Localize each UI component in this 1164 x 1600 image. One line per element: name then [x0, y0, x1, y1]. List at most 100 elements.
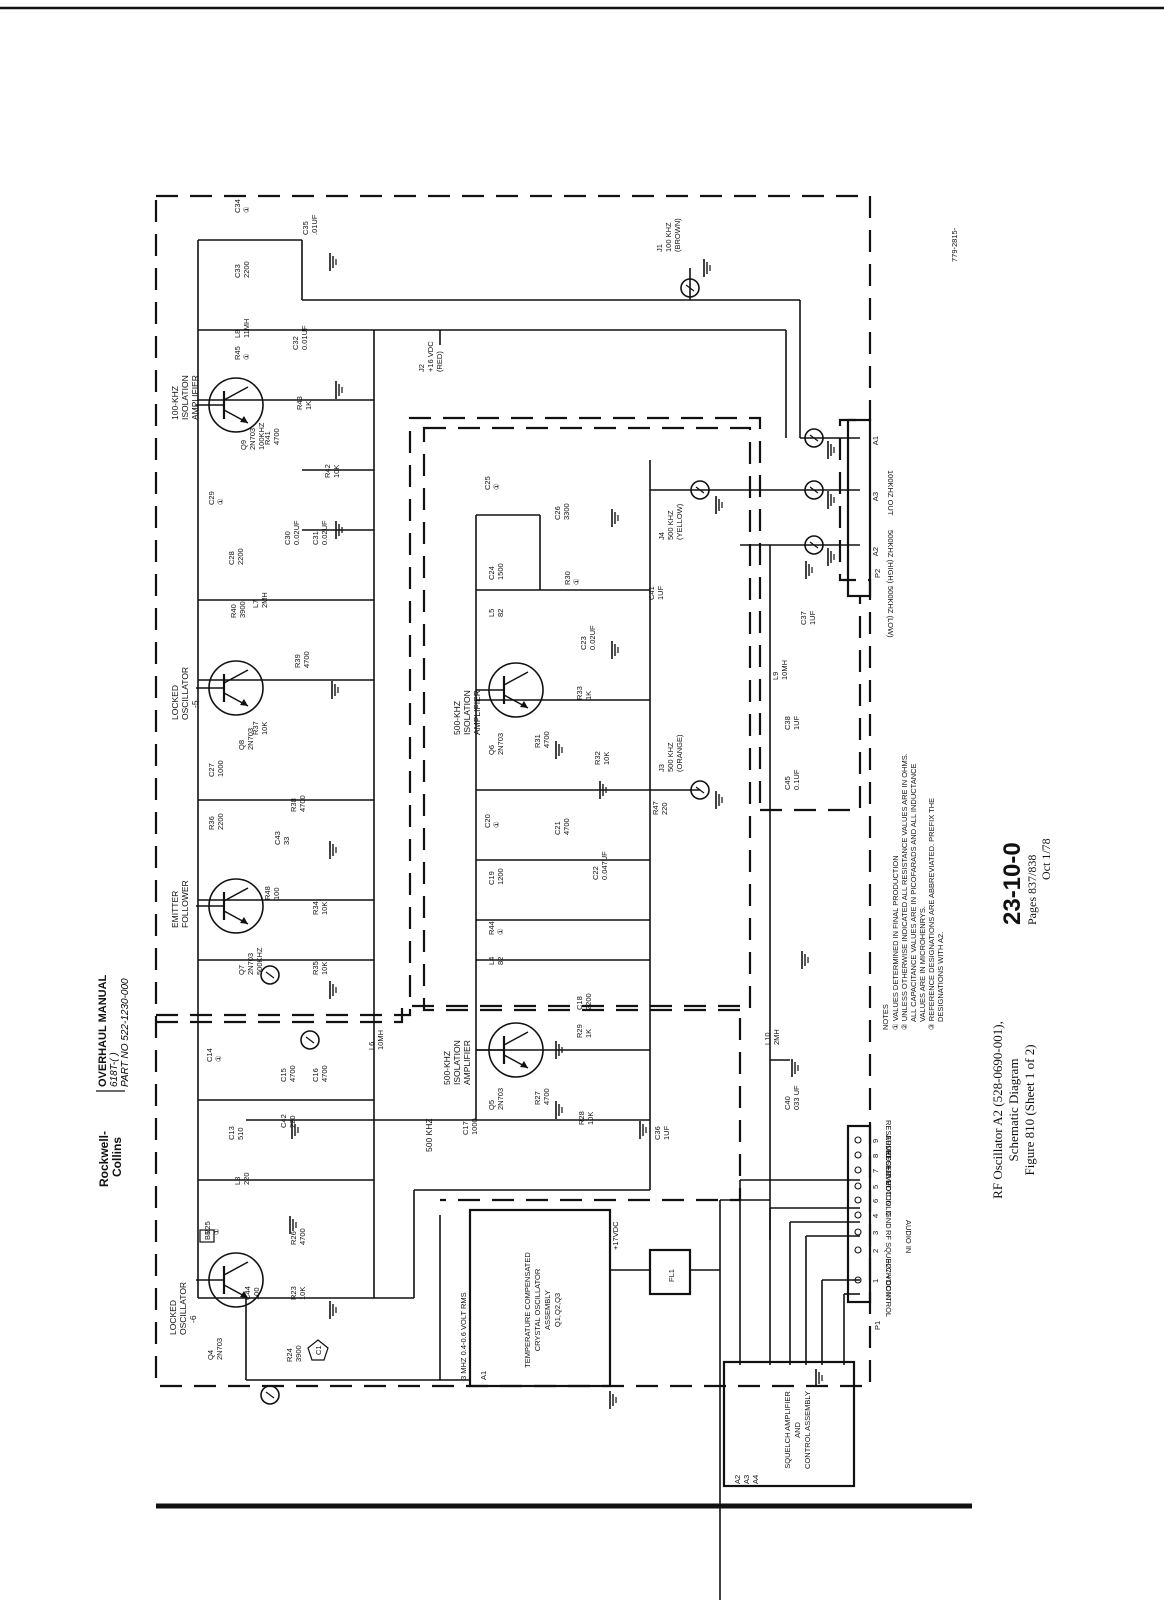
- note-3b: DESIGNATIONS WITH A2.: [936, 932, 945, 1022]
- component-ref: R42: [323, 464, 332, 478]
- component-value: 4700: [272, 428, 281, 445]
- j1-l2: (BROWN): [673, 218, 682, 252]
- component-value: 10K: [332, 465, 341, 478]
- component-value: 10K: [602, 752, 611, 765]
- q4-title3: -6: [188, 1315, 198, 1323]
- component-value: 82: [496, 957, 505, 965]
- component-value: 10MH: [780, 660, 789, 680]
- component-value: ①: [492, 821, 501, 828]
- component-ref: L5: [487, 609, 496, 617]
- component-ref: C17: [461, 1121, 470, 1135]
- q9-type: 2N703: [248, 428, 257, 450]
- caption-line3: Figure 810 (Sheet 1 of 2): [1022, 1044, 1037, 1175]
- component-ref: C29: [207, 491, 216, 505]
- component-ref: R41: [263, 431, 272, 445]
- lower-module-boundary: [156, 1004, 742, 1202]
- component-ref: C41: [647, 586, 656, 600]
- q9-note: 100KHZ: [257, 422, 266, 450]
- component-ref: C45: [783, 776, 792, 790]
- p1-pin-number: 2: [871, 1249, 880, 1253]
- tcxo-label: TEMPERATURE COMPENSATED CRYSTAL OSCILLAT…: [523, 1252, 562, 1368]
- component-ref: C44: [243, 1286, 252, 1300]
- j1-l1: 100 KHZ: [664, 222, 673, 252]
- q5-type: 2N703: [496, 1088, 505, 1110]
- jack-j4-label: J4 500 KHZ (YELLOW): [657, 503, 684, 540]
- ground-symbol: [329, 1301, 337, 1319]
- component-ref: R43: [295, 396, 304, 410]
- q7-title2: FOLLOWER: [180, 880, 190, 928]
- q8-title3: -5: [190, 700, 200, 708]
- p2-pin-a1: A1: [871, 436, 880, 445]
- manual-model: 618T-( ): [109, 1052, 120, 1087]
- component-value: 3900: [238, 601, 247, 618]
- component-value: ①: [214, 1055, 223, 1062]
- component-ref: C13: [227, 1126, 236, 1140]
- j3-l1: 500 KHZ: [666, 742, 675, 772]
- component-value: 10K: [260, 722, 269, 735]
- component-ref: L8: [233, 330, 242, 338]
- component-value: ①: [496, 928, 505, 935]
- p2-a3-label: 500KHZ (HIGH): [886, 530, 895, 584]
- component-value: .01UF: [310, 214, 319, 235]
- component-value: 220: [242, 1172, 251, 1185]
- squelch-ref-a4: A4: [751, 1475, 760, 1484]
- component-ref: C27: [207, 763, 216, 777]
- p2-ref: P2: [873, 569, 882, 578]
- j1-ref: J1: [655, 244, 664, 252]
- drawing-number: 779-2815-: [950, 227, 959, 262]
- component-ref: R38: [289, 798, 298, 812]
- stage-q6-ref: Q6 2N703: [487, 733, 505, 755]
- p1-ref: P1: [873, 1321, 882, 1330]
- squelch-refs: A2 A3 A4: [733, 1475, 760, 1484]
- j3-ref: J3: [657, 764, 666, 772]
- component-value: 100: [252, 1287, 261, 1300]
- coax-connector: [804, 428, 824, 448]
- stage-q5-ref: Q5 2N703: [487, 1088, 505, 1110]
- component-value: 1K: [584, 691, 593, 700]
- component-value: 2200: [216, 813, 225, 830]
- component-value: 10K: [320, 902, 329, 915]
- component-ref: C20: [483, 814, 492, 828]
- p2-a2-label: 500KHZ (LOW): [886, 586, 895, 638]
- ground-symbol: [815, 1369, 823, 1387]
- ground-symbol: [801, 951, 809, 969]
- squelch-l3: CONTROL ASSEMBLY: [803, 1391, 812, 1469]
- section-number: 23-10-0: [999, 842, 1026, 925]
- component-value: 1000: [216, 760, 225, 777]
- component-ref: R39: [293, 654, 302, 668]
- component-ref: C14: [205, 1048, 214, 1062]
- marker-b1-text: B1: [203, 1231, 212, 1240]
- ground-symbol: [331, 681, 339, 699]
- j4-l2: (YELLOW): [675, 503, 684, 540]
- component-value: 0.1UF: [792, 769, 801, 790]
- module-boundaries: [154, 194, 872, 1388]
- component-ref: L10: [763, 1032, 772, 1045]
- component-ref: R37: [251, 721, 260, 735]
- j4-ref: J4: [657, 532, 666, 540]
- component-value: 82: [496, 609, 505, 617]
- transistor-q6-symbol: [476, 662, 544, 718]
- component-ref: L7: [251, 600, 260, 608]
- p1-audio-in-label: AUDIO IN: [904, 1220, 913, 1253]
- component-ref: C33: [233, 264, 242, 278]
